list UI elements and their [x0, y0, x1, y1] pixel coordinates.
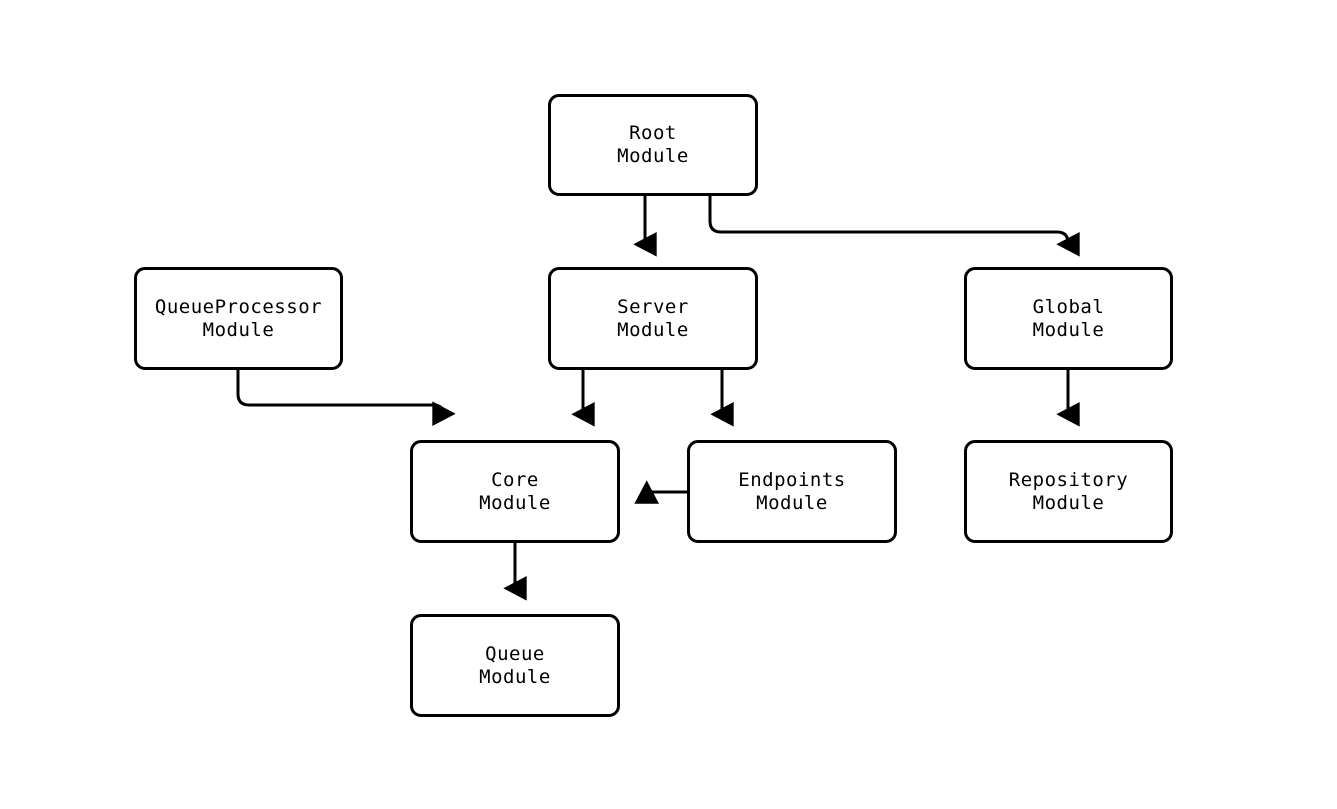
node-root-module-name: Root — [629, 122, 677, 144]
node-core-module-suffix: Module — [479, 491, 551, 514]
node-server-module-suffix: Module — [617, 318, 689, 341]
node-queue-module-name: Queue — [485, 642, 545, 665]
node-core-module[interactable]: Core Module — [410, 440, 620, 543]
edge-queueprocessor-core — [236, 370, 456, 427]
edge-root-global — [708, 196, 1080, 257]
node-global-module-suffix: Module — [1032, 318, 1105, 341]
node-global-module-name: Global — [1032, 295, 1105, 318]
node-repository-module-suffix: Module — [1032, 491, 1105, 514]
node-queueprocessor-module[interactable]: QueueProcessor Module — [134, 267, 343, 370]
node-repository-module[interactable]: Repository Module — [964, 440, 1173, 543]
node-queueprocessor-module-name: QueueProcessor — [154, 295, 323, 318]
node-core-module-name: Core — [491, 468, 539, 491]
node-queue-module-suffix: Module — [479, 665, 551, 688]
node-endpoints-module[interactable]: Endpoints Module — [687, 440, 897, 543]
node-root-module-suffix: Module — [617, 145, 689, 167]
node-server-module[interactable]: Server Module — [548, 267, 758, 370]
node-endpoints-module-suffix: Module — [756, 491, 828, 514]
node-root-module[interactable]: Root Module — [548, 94, 758, 196]
node-endpoints-module-name: Endpoints — [738, 468, 846, 491]
node-repository-module-name: Repository — [1008, 468, 1129, 491]
node-queueprocessor-module-suffix: Module — [202, 318, 275, 341]
node-global-module[interactable]: Global Module — [964, 267, 1173, 370]
node-server-module-name: Server — [617, 295, 689, 318]
node-queue-module[interactable]: Queue Module — [410, 614, 620, 717]
